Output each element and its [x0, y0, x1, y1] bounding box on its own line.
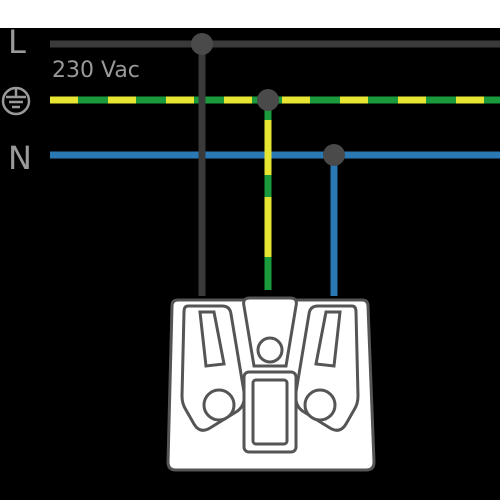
line-label: L [8, 23, 26, 61]
socket-right-pin-hole [303, 388, 337, 422]
voltage-label: 230 Vac [52, 58, 140, 83]
junction-dot-line [191, 33, 213, 55]
junction-dot-earth [257, 89, 279, 111]
socket-earth-hole [256, 336, 284, 364]
socket-center-slot-inner [251, 378, 289, 446]
protective-earth-icon [1, 86, 31, 116]
socket-left-contact-notch [198, 310, 226, 368]
junction-dot-neutral [323, 144, 345, 166]
neutral-label: N [8, 139, 32, 177]
socket-right-contact-notch [314, 310, 342, 368]
power-socket-icon [166, 296, 376, 472]
socket-left-pin-hole [202, 388, 236, 422]
